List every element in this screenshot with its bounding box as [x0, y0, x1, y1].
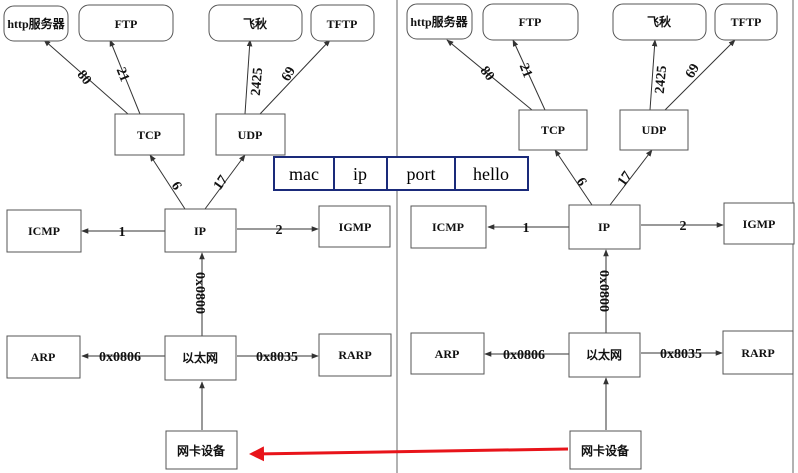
- edge-label: 2425: [249, 67, 266, 96]
- packet-field-port: port: [407, 164, 436, 184]
- node-icmp: [410, 205, 487, 249]
- node-label: IGMP: [743, 217, 776, 231]
- node-feiqiu: [612, 3, 707, 41]
- edge-tcp-ftp: [512, 39, 546, 111]
- right-stack: 80 21 2425 69 6 17 1 2 0x0800 0x0806 0x8…: [406, 3, 795, 470]
- packet-field-mac: mac: [289, 164, 319, 184]
- node-udp: [619, 109, 689, 151]
- packet-field-ip: ip: [353, 164, 367, 184]
- edge-label: 21: [516, 61, 535, 80]
- node-ethernet: [164, 335, 237, 381]
- edge-tcp-http: [43, 39, 129, 115]
- node-tftp: [714, 3, 778, 41]
- packet-cell-mac: [273, 156, 335, 191]
- node-label: FTP: [519, 15, 542, 29]
- packet-cell-port: [386, 156, 456, 191]
- edge-udp-tftp: [664, 39, 736, 111]
- node-nic: [569, 430, 642, 470]
- node-label: IP: [598, 220, 610, 234]
- edge-ip-udp: [609, 149, 653, 206]
- node-arp: [6, 335, 81, 379]
- edge-label: 80: [74, 68, 94, 88]
- node-label: ICMP: [28, 224, 60, 238]
- node-icmp: [6, 209, 82, 253]
- node-igmp: [723, 202, 795, 245]
- node-ethernet: [568, 332, 641, 378]
- edge-label: 69: [279, 64, 299, 84]
- node-udp: [215, 113, 286, 156]
- edge-udp-tftp: [259, 39, 331, 115]
- edge-ip-tcp: [149, 154, 186, 210]
- edge-label: 2425: [653, 65, 670, 94]
- node-label: 以太网: [586, 347, 622, 362]
- node-feiqiu: [208, 4, 303, 42]
- edge-label: 0x0800: [192, 272, 207, 314]
- node-label: 飞秋: [243, 16, 268, 31]
- node-ip: [164, 208, 237, 253]
- edge-tcp-http: [446, 39, 533, 111]
- packet-frame: mac ip port hello: [273, 156, 529, 191]
- node-ftp: [78, 4, 174, 42]
- node-label: UDP: [238, 128, 263, 142]
- node-ftp: [482, 3, 579, 41]
- node-label: 以太网: [182, 350, 218, 365]
- packet-cell-ip: [333, 156, 388, 191]
- edge-label: 6: [573, 175, 589, 189]
- node-label: http服务器: [410, 14, 468, 29]
- node-label: IP: [194, 224, 206, 238]
- node-label: ARP: [31, 350, 56, 364]
- edge-label: 2: [276, 223, 283, 238]
- node-label: 飞秋: [647, 14, 672, 29]
- node-label: TCP: [541, 123, 565, 137]
- node-label: TFTP: [327, 17, 358, 31]
- edge-label: 0x0806: [503, 348, 545, 363]
- node-label: RARP: [338, 348, 371, 362]
- edge-label: 17: [615, 169, 635, 189]
- node-rarp: [722, 330, 794, 375]
- node-label: http服务器: [7, 16, 65, 31]
- node-nic: [165, 430, 238, 470]
- node-label: FTP: [115, 17, 138, 31]
- edge-tcp-ftp: [109, 39, 141, 115]
- node-arp: [410, 332, 485, 375]
- node-rarp: [318, 333, 392, 377]
- node-label: ARP: [435, 347, 460, 361]
- edge-label: 0x0800: [596, 270, 611, 312]
- edge-label: 69: [683, 61, 703, 81]
- edge-udp-feiqiu: [649, 39, 658, 111]
- edge-label: 1: [119, 225, 126, 240]
- edge-label: 17: [211, 173, 231, 193]
- edge-label: 1: [523, 221, 530, 236]
- node-tcp: [114, 113, 185, 156]
- edge-ip-udp: [204, 154, 246, 210]
- node-label: TFTP: [731, 15, 762, 29]
- node-label: RARP: [741, 346, 774, 360]
- edge-udp-feiqiu: [244, 39, 253, 115]
- edge-label: 0x8035: [256, 350, 298, 365]
- left-stack: 80 21 2425 69 6 17 1 2 0x0800 0x0806 0x8…: [3, 4, 392, 470]
- node-label: IGMP: [339, 220, 372, 234]
- edge-label: 2: [680, 219, 687, 234]
- node-igmp: [318, 205, 391, 248]
- node-tftp: [310, 4, 375, 42]
- edge-label: 0x0806: [99, 350, 141, 365]
- edge-label: 6: [168, 179, 184, 193]
- node-label: UDP: [642, 123, 667, 137]
- transfer-arrow: [249, 446, 569, 462]
- node-label: 网卡设备: [177, 443, 226, 458]
- edge-label: 0x8035: [660, 347, 702, 362]
- edge-label: 21: [113, 65, 132, 84]
- node-ip: [568, 204, 641, 250]
- packet-cell-hello: [454, 156, 529, 191]
- packet-field-hello: hello: [473, 164, 509, 184]
- node-label: TCP: [137, 128, 161, 142]
- node-label: 网卡设备: [581, 443, 630, 458]
- node-http: [3, 5, 69, 42]
- node-label: ICMP: [432, 220, 464, 234]
- edge-ip-tcp: [554, 149, 593, 206]
- node-tcp: [518, 109, 588, 151]
- node-http: [406, 3, 473, 40]
